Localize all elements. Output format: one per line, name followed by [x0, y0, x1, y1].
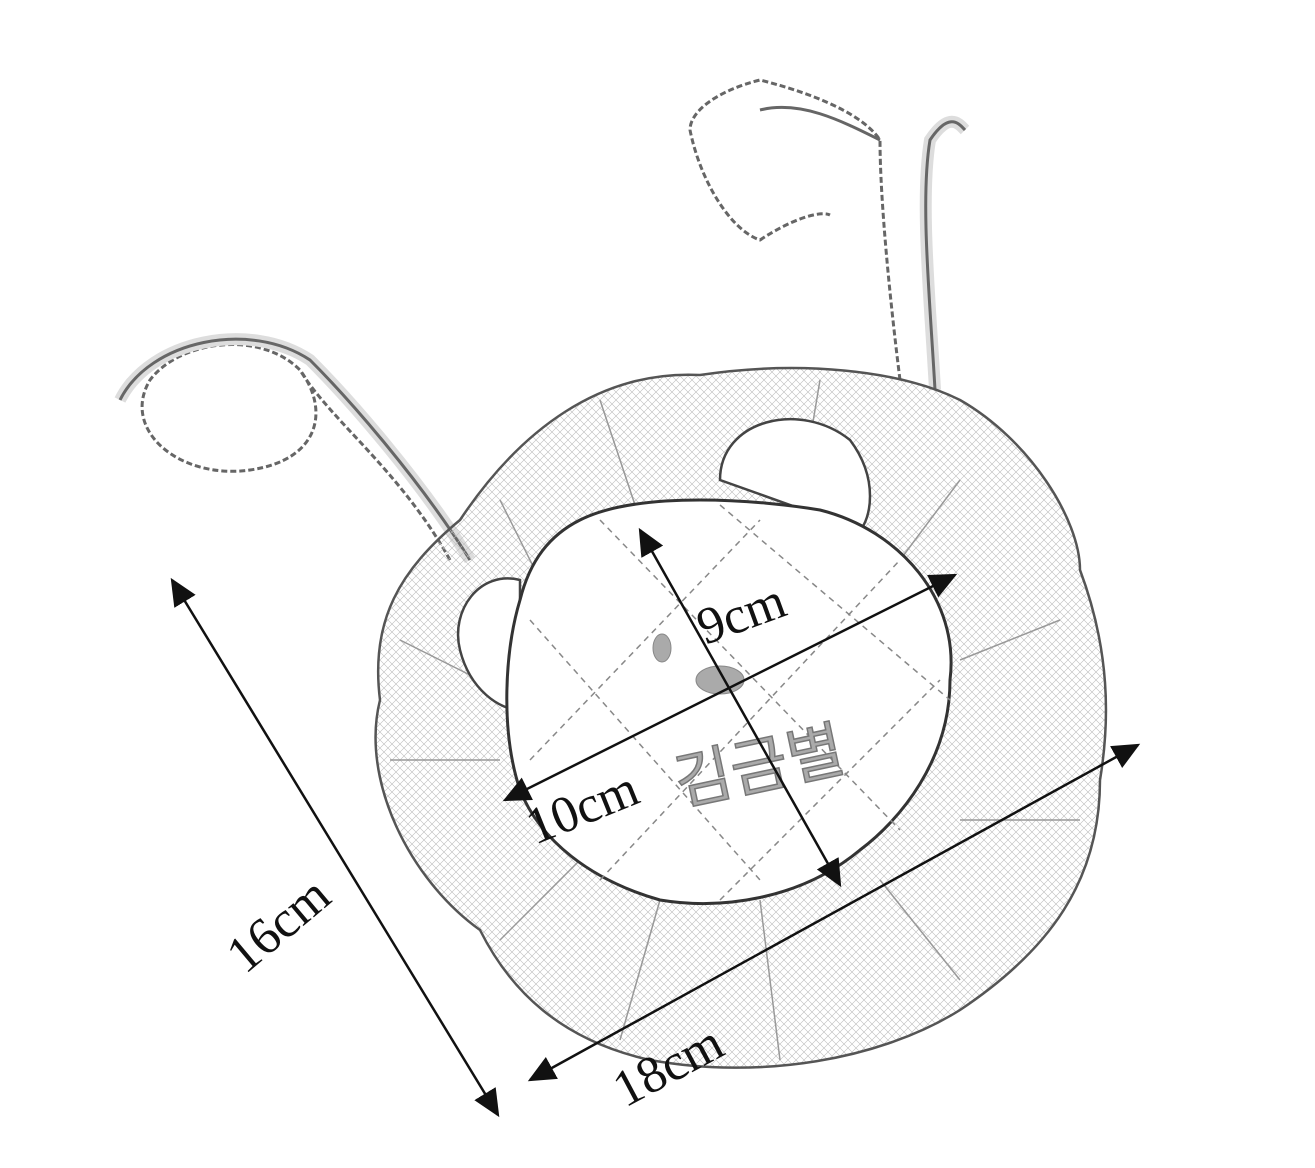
height-label: 16cm — [216, 866, 341, 984]
left-strap — [114, 333, 476, 564]
height-arrow — [170, 577, 500, 1118]
right-strap — [688, 78, 970, 391]
face-width-arrow — [502, 573, 958, 802]
right-ear — [718, 418, 872, 532]
width-arrow — [527, 743, 1141, 1082]
bear-eye — [652, 633, 672, 663]
